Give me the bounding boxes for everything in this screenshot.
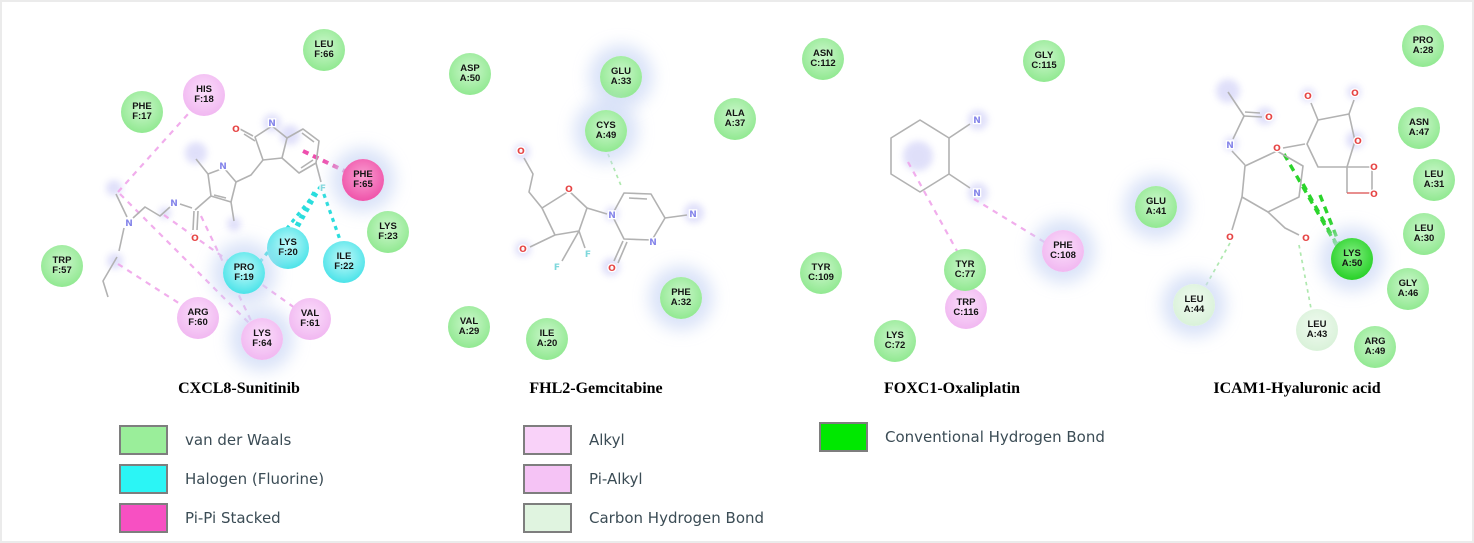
svg-text:F: F xyxy=(585,250,591,260)
svg-text:N: N xyxy=(219,162,227,172)
svg-text:N: N xyxy=(973,189,981,199)
svg-text:N: N xyxy=(973,116,981,126)
legend-swatch-pi-pi-stacked xyxy=(119,503,168,533)
svg-text:F: F xyxy=(320,184,326,194)
legend-swatch-halogen-fluorine xyxy=(119,464,168,494)
legend-label: Pi-Alkyl xyxy=(589,470,643,488)
legend-label: Pi-Pi Stacked xyxy=(185,509,281,527)
legend-row: Pi-Alkyl xyxy=(523,464,764,494)
hyaluronic-acid-structure: O N O O O O O O O O xyxy=(1199,79,1379,320)
svg-text:O: O xyxy=(565,185,573,195)
legend-label: Alkyl xyxy=(589,431,625,449)
svg-text:O: O xyxy=(608,264,616,274)
svg-text:N: N xyxy=(689,210,697,220)
svg-text:O: O xyxy=(1354,137,1362,147)
svg-text:N: N xyxy=(268,119,276,129)
panel-title-cxcl8-sunitinib: CXCL8-Sunitinib xyxy=(178,380,300,397)
legend-label: Halogen (Fluorine) xyxy=(185,470,325,488)
svg-text:O: O xyxy=(519,245,527,255)
legend-row: Conventional Hydrogen Bond xyxy=(819,422,1105,452)
legend-swatch-pi-alkyl xyxy=(523,464,572,494)
panel-title-foxc1-oxaliplatin: FOXC1-Oxaliplatin xyxy=(883,380,1021,397)
legend-row: Carbon Hydrogen Bond xyxy=(523,503,764,533)
legend-row: van der Waals xyxy=(119,425,324,455)
svg-text:O: O xyxy=(1370,163,1378,173)
svg-text:O: O xyxy=(517,147,525,157)
svg-text:O: O xyxy=(191,234,199,244)
legend-row: Halogen (Fluorine) xyxy=(119,464,324,494)
legend-interaction-types-1: van der Waals Halogen (Fluorine) Pi-Pi S… xyxy=(119,425,324,541)
sunitinib-structure: O N N F O N N xyxy=(102,103,354,330)
svg-text:N: N xyxy=(608,211,616,221)
legend-interaction-types-2: Alkyl Pi-Alkyl Carbon Hydrogen Bond xyxy=(523,425,764,541)
panel-title-fhl2-gemcitabine: FHL2-Gemcitabine xyxy=(529,380,663,397)
svg-text:N: N xyxy=(649,238,657,248)
svg-text:O: O xyxy=(232,125,240,135)
svg-text:O: O xyxy=(1226,233,1234,243)
svg-text:O: O xyxy=(1370,190,1378,200)
legend-label: van der Waals xyxy=(185,431,292,449)
legend-interaction-types-3: Conventional Hydrogen Bond xyxy=(819,422,1105,461)
legend-label: Carbon Hydrogen Bond xyxy=(589,509,765,527)
svg-text:O: O xyxy=(1351,89,1359,99)
legend-swatch-carbon-hydrogen-bond xyxy=(523,503,572,533)
gemcitabine-structure: O O F F O N N O N xyxy=(514,144,704,276)
svg-text:O: O xyxy=(1273,144,1281,154)
svg-text:N: N xyxy=(125,219,133,229)
legend-swatch-conventional-hydrogen-bond xyxy=(819,422,868,452)
oxaliplatin-structure: N N xyxy=(890,110,1047,252)
svg-text:N: N xyxy=(170,199,178,209)
svg-text:O: O xyxy=(1304,92,1312,102)
legend-swatch-van-der-waals xyxy=(119,425,168,455)
svg-text:N: N xyxy=(1226,141,1234,151)
legend-swatch-alkyl xyxy=(523,425,572,455)
legend-row: Alkyl xyxy=(523,425,764,455)
panel-title-icam1-hyaluronic-acid: ICAM1-Hyaluronic acid xyxy=(1213,380,1381,397)
legend-row: Pi-Pi Stacked xyxy=(119,503,324,533)
svg-text:O: O xyxy=(1265,113,1273,123)
legend-label: Conventional Hydrogen Bond xyxy=(885,428,1105,446)
svg-text:O: O xyxy=(1302,234,1310,244)
svg-text:F: F xyxy=(554,263,560,273)
